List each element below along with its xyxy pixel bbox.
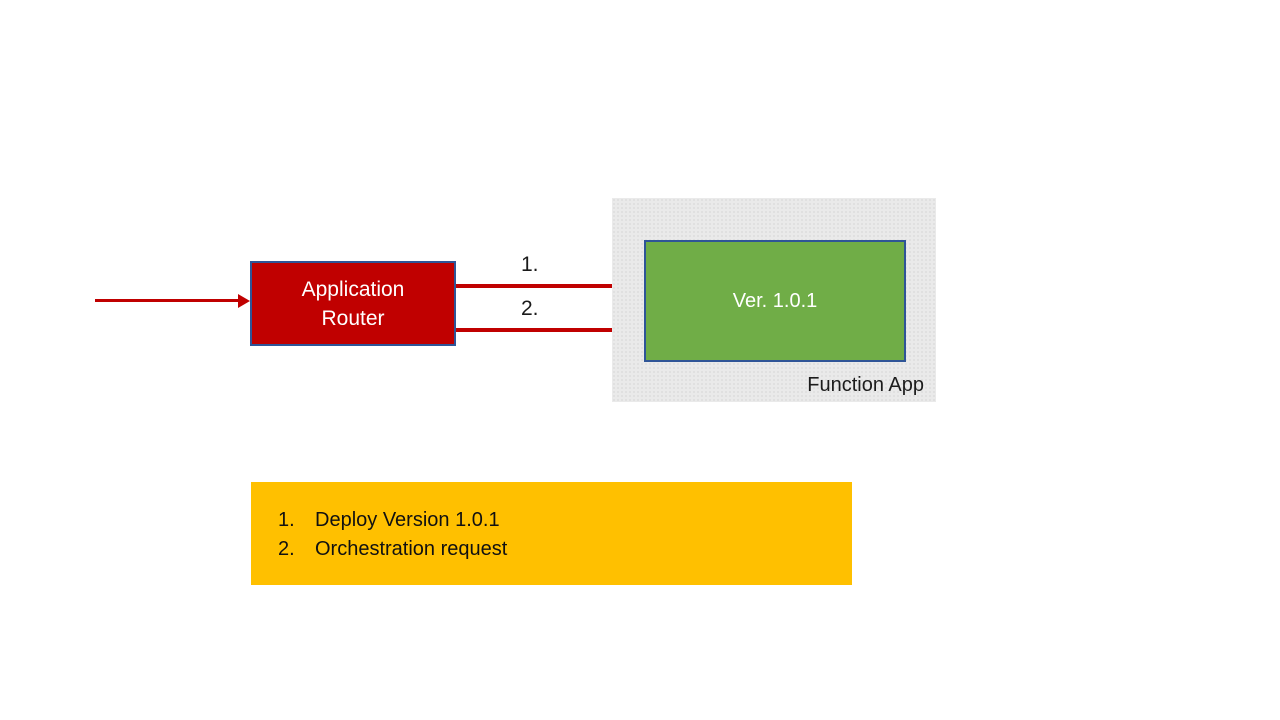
- legend-item-number: 1.: [278, 509, 295, 531]
- legend-item: 2. Orchestration request: [278, 535, 852, 564]
- legend-box: 1. Deploy Version 1.0.1 2. Orchestration…: [251, 482, 852, 585]
- flow-2-arrow-line: [456, 328, 633, 332]
- version-label: Ver. 1.0.1: [732, 289, 818, 312]
- application-router-node: Application Router: [250, 261, 456, 346]
- function-app-container: Ver. 1.0.1 Function App: [612, 198, 936, 402]
- legend-item-number: 2.: [278, 538, 295, 560]
- flow-2-number-label: 2.: [521, 297, 539, 320]
- incoming-arrow-line: [95, 299, 239, 302]
- flow-1-number-label: 1.: [521, 253, 539, 276]
- function-app-label: Function App: [807, 374, 924, 396]
- legend-item-text: Orchestration request: [315, 538, 508, 560]
- legend-item-text: Deploy Version 1.0.1: [315, 509, 500, 531]
- legend-item: 1. Deploy Version 1.0.1: [278, 506, 852, 535]
- flow-1-arrow-line: [456, 284, 633, 288]
- incoming-arrow-head-icon: [238, 294, 250, 308]
- version-node: Ver. 1.0.1: [644, 240, 906, 362]
- application-router-label: Application Router: [301, 277, 405, 330]
